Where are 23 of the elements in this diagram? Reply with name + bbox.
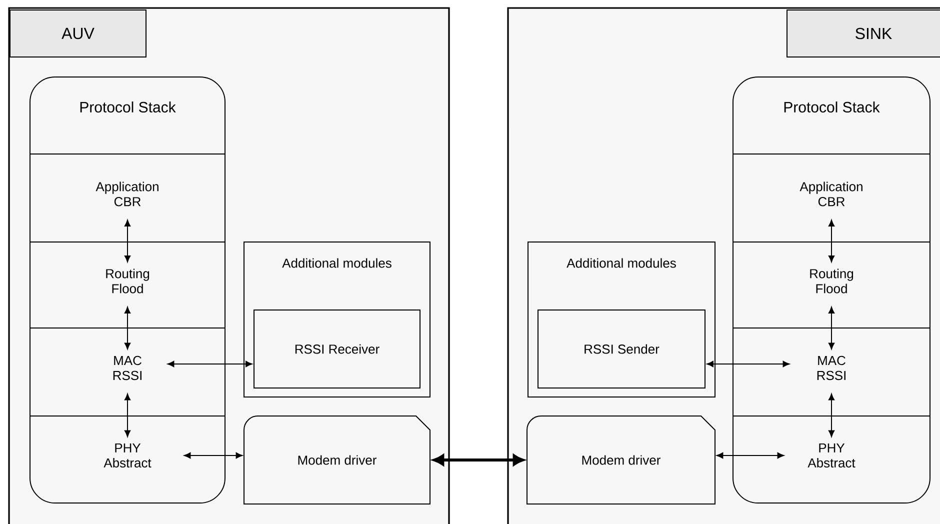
driver-box: Modem driver <box>526 416 716 504</box>
module-box: RSSI Sender <box>538 310 706 388</box>
layer-label: Routing Flood <box>106 268 150 294</box>
layer-label: PHY Abstract <box>808 443 856 468</box>
arrow <box>828 306 835 350</box>
arrow <box>124 220 131 262</box>
driver-box: Modem driver <box>244 416 430 504</box>
layer-label: PHY Abstract <box>104 443 152 468</box>
module-box: RSSI Receiver <box>254 310 420 388</box>
arrow <box>124 306 131 350</box>
arrow <box>706 360 790 368</box>
layer-label: Application CBR <box>800 182 862 206</box>
layer-label: MAC RSSI <box>817 356 846 380</box>
arrow <box>433 454 524 466</box>
arrow <box>828 394 835 437</box>
arrow <box>168 360 252 368</box>
arrow <box>716 452 784 459</box>
layer-label: MAC RSSI <box>113 356 142 380</box>
arrow <box>124 394 131 437</box>
arrow <box>828 220 835 262</box>
layer-label: Routing Flood <box>810 268 854 294</box>
arrow <box>184 452 243 459</box>
layer-label: Application CBR <box>96 182 158 206</box>
